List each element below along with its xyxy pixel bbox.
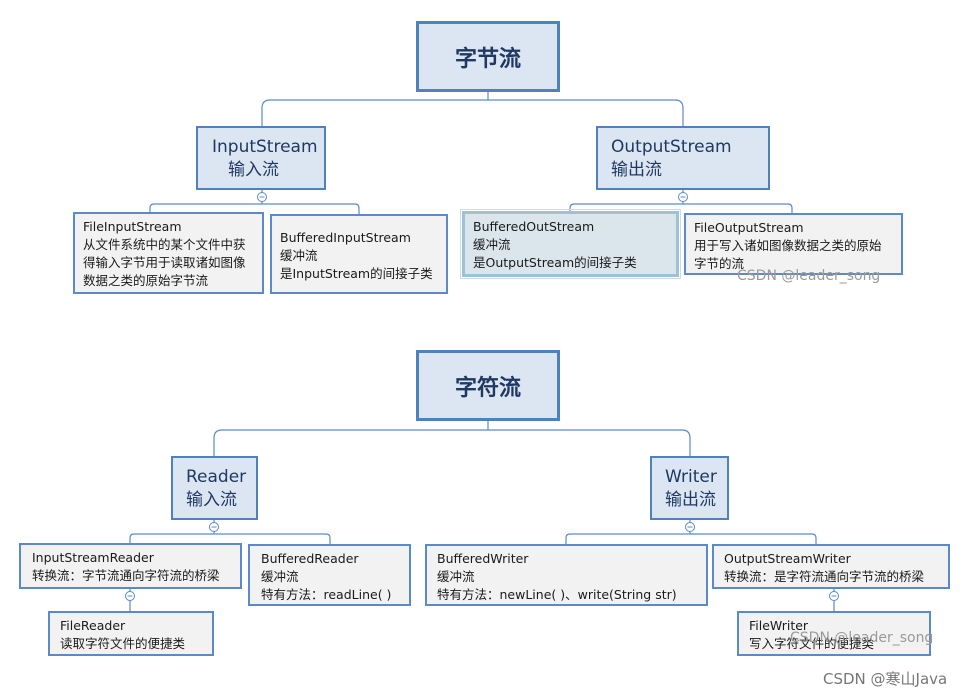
- file-reader-node: FileReader 读取字符文件的便捷类: [48, 611, 214, 656]
- reader-subtitle: 输入流: [186, 490, 237, 510]
- input-stream-reader-desc-1: 转换流：字节流通向字符流的桥梁: [32, 568, 220, 583]
- input-stream-subtitle: 输入流: [228, 160, 279, 180]
- buffered-input-stream-desc-2: 是InputStream的间接子类: [280, 266, 433, 281]
- buffered-writer-desc-2: 特有方法：newLine( )、write(String str): [437, 587, 677, 602]
- buffered-writer-node: BufferedWriter 缓冲流 特有方法：newLine( )、write…: [425, 544, 708, 606]
- file-output-stream-node: FileOutputStream 用于写入诸如图像数据之类的原始 字节的流: [684, 213, 903, 275]
- buffered-input-stream-title: BufferedInputStream: [280, 230, 411, 245]
- input-stream-reader-title: InputStreamReader: [32, 550, 154, 565]
- reader-node: Reader 输入流: [171, 456, 258, 520]
- input-stream-reader-node: InputStreamReader 转换流：字节流通向字符流的桥梁: [19, 543, 242, 589]
- file-input-stream-node: FileInputStream 从文件系统中的某个文件中获 得输入字节用于读取诸…: [73, 212, 264, 294]
- output-stream-writer-desc-1: 转换流：是字符流通向字节流的桥梁: [724, 569, 925, 584]
- buffered-out-stream-desc-1: 缓冲流: [473, 237, 511, 252]
- buffered-input-stream-node: BufferedInputStream 缓冲流 是InputStream的间接子…: [270, 214, 448, 294]
- file-output-stream-desc-1: 用于写入诸如图像数据之类的原始: [694, 238, 882, 253]
- file-writer-title: FileWriter: [749, 618, 809, 633]
- buffered-out-stream-node: BufferedOutStream 缓冲流 是OutputStream的间接子类: [460, 209, 681, 279]
- buffered-out-stream-desc-2: 是OutputStream的间接子类: [473, 255, 637, 270]
- output-stream-title: OutputStream: [611, 137, 732, 157]
- file-input-stream-title: FileInputStream: [83, 219, 182, 234]
- output-stream-writer-node: OutputStreamWriter 转换流：是字符流通向字节流的桥梁: [712, 544, 950, 589]
- output-stream-subtitle: 输出流: [611, 160, 662, 180]
- output-stream-node: OutputStream 输出流: [596, 126, 770, 190]
- file-writer-desc-1: 写入字符文件的便捷类: [749, 636, 875, 651]
- buffered-reader-desc-1: 缓冲流: [261, 569, 299, 584]
- buffered-out-stream-title: BufferedOutStream: [473, 219, 595, 234]
- output-stream-writer-title: OutputStreamWriter: [724, 551, 851, 566]
- file-reader-desc-1: 读取字符文件的便捷类: [60, 636, 186, 651]
- writer-node: Writer 输出流: [650, 456, 729, 520]
- input-stream-node: InputStream 输入流: [196, 126, 326, 190]
- writer-subtitle: 输出流: [665, 490, 716, 510]
- buffered-reader-node: BufferedReader 缓冲流 特有方法：readLine( ): [248, 544, 411, 606]
- file-reader-title: FileReader: [60, 618, 126, 633]
- char-stream-root: 字符流: [416, 350, 560, 421]
- watermark-top: CSDN @leader_song: [737, 268, 881, 284]
- file-input-stream-desc-2: 得输入字节用于读取诸如图像: [83, 255, 246, 270]
- input-stream-title: InputStream: [212, 137, 318, 157]
- buffered-reader-title: BufferedReader: [261, 551, 359, 566]
- byte-stream-root-label: 字节流: [454, 46, 521, 72]
- watermark-corner: CSDN @寒山Java: [823, 670, 948, 688]
- buffered-writer-desc-1: 缓冲流: [437, 569, 475, 584]
- buffered-writer-title: BufferedWriter: [437, 551, 529, 566]
- file-input-stream-desc-3: 数据之类的原始字节流: [83, 273, 209, 288]
- reader-title: Reader: [186, 467, 247, 487]
- buffered-input-stream-desc-1: 缓冲流: [280, 248, 318, 263]
- writer-title: Writer: [665, 467, 717, 487]
- file-output-stream-title: FileOutputStream: [694, 220, 804, 235]
- buffered-reader-desc-2: 特有方法：readLine( ): [261, 587, 392, 602]
- byte-stream-root: 字节流: [416, 21, 560, 92]
- file-output-stream-desc-2: 字节的流: [694, 256, 745, 271]
- char-stream-root-label: 字符流: [454, 375, 521, 401]
- watermark-bottom: CSDN @leader_song: [790, 630, 934, 646]
- file-writer-node: FileWriter 写入字符文件的便捷类: [737, 611, 931, 656]
- file-input-stream-desc-1: 从文件系统中的某个文件中获: [83, 237, 246, 252]
